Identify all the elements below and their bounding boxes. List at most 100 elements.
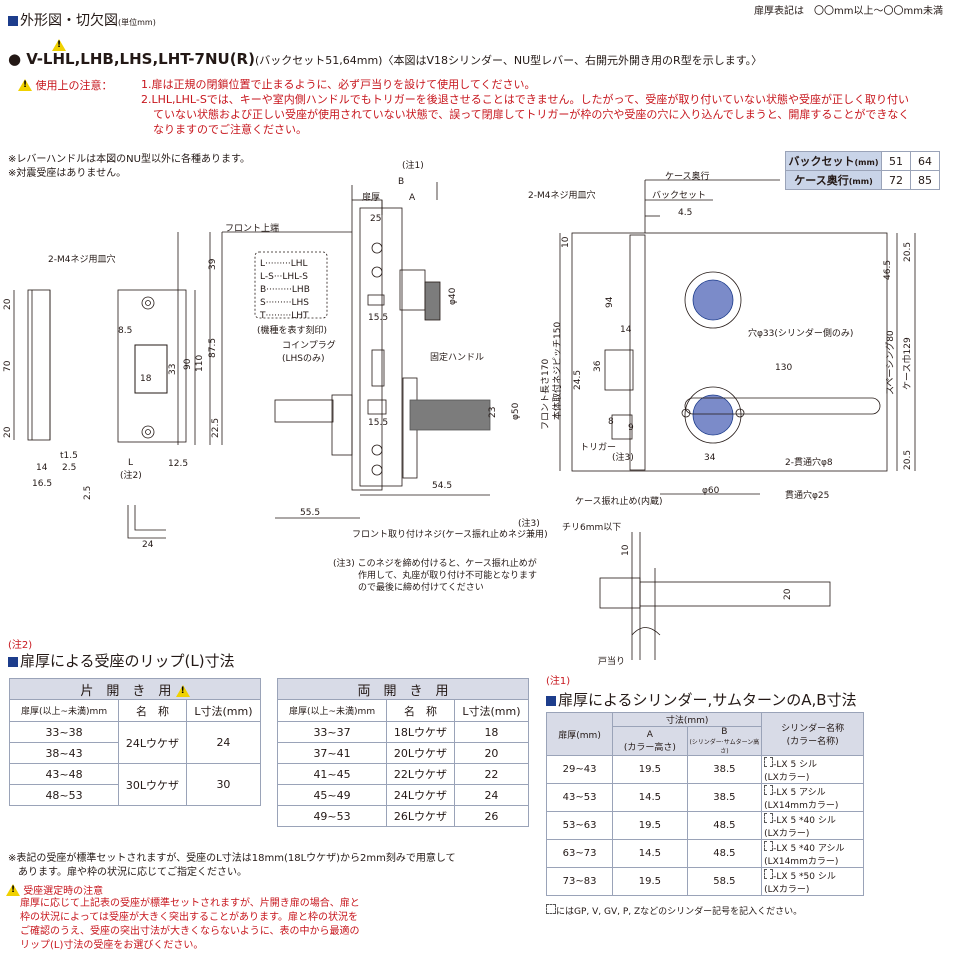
svg-text:9: 9 [628,423,634,433]
svg-text:(注2): (注2) [120,469,142,481]
svg-text:(注1): (注1) [402,159,424,171]
svg-text:L: L [128,458,133,468]
svg-text:ので最後に締め付けてください: ので最後に締め付けてください [358,581,484,593]
svg-text:B: B [398,177,404,187]
backset-table: バックセット(mm) 51 64 ケース奥行(mm) 72 85 [785,151,940,190]
svg-text:130: 130 [775,363,792,373]
svg-text:87.5: 87.5 [208,338,218,358]
model-line: ● V-LHL,LHB,LHS,LHT-7NU(R)(バックセット51,64mm… [8,50,763,68]
svg-text:トリガー: トリガー [580,442,616,453]
svg-text:25: 25 [370,214,381,224]
lip-note: (注2) [8,640,33,651]
svg-text:20: 20 [3,426,13,438]
svg-text:16.5: 16.5 [32,479,52,489]
svg-text:φ50: φ50 [511,402,521,420]
svg-text:本体取付ネジピッチ150: 本体取付ネジピッチ150 [551,322,563,420]
lip-title: 扉厚による受座のリップ(L)寸法 [8,650,235,671]
svg-text:34: 34 [704,453,716,463]
svg-text:15.5: 15.5 [368,313,388,323]
section-title: 外形図・切欠図(単位mm) [8,10,156,30]
strike-plate-front [117,289,187,443]
svg-text:20: 20 [3,298,13,310]
svg-text:46.5: 46.5 [883,260,893,280]
svg-text:36: 36 [593,360,603,372]
svg-text:φ60: φ60 [702,486,720,496]
svg-text:固定ハンドル: 固定ハンドル [430,351,484,363]
svg-text:ケース奥行: ケース奥行 [665,170,710,182]
svg-text:B·········LHB: B·········LHB [260,285,310,295]
svg-text:(機種を表す刻印): (機種を表す刻印) [257,324,327,336]
top-note: 扉厚表記は 〇〇mm以上〜〇〇mm未満 [754,6,943,17]
svg-text:8.5: 8.5 [118,326,132,336]
model-name: V-LHL,LHB,LHS,LHT-7NU [26,50,230,68]
select-warning-text: 扉厚に応じて上記表の受座が標準セットされますが、片開き扉の場合、扉と 枠の状況に… [20,898,360,951]
svg-text:54.5: 54.5 [432,481,452,491]
svg-text:A: A [409,193,416,203]
svg-text:t1.5: t1.5 [60,451,78,461]
svg-text:8: 8 [608,417,614,427]
svg-text:2.5: 2.5 [62,463,76,473]
svg-text:(LHSのみ): (LHSのみ) [282,353,325,364]
svg-text:12.5: 12.5 [168,459,188,469]
svg-text:33: 33 [168,364,178,375]
warning-icon [18,79,32,91]
svg-text:T·········LHT: T·········LHT [259,311,309,321]
svg-text:フロント取り付けネジ(ケース振れ止めネジ兼用): フロント取り付けネジ(ケース振れ止めネジ兼用) [352,528,548,540]
svg-text:55.5: 55.5 [300,508,320,518]
strike-side-profile [27,289,51,441]
square-icon [8,16,18,26]
svg-text:φ40: φ40 [448,287,458,305]
svg-text:10: 10 [621,544,631,556]
door-section [351,199,383,491]
svg-text:2-貫通穴φ8: 2-貫通穴φ8 [785,456,833,468]
caution-text: 1.扉は正規の閉鎖位置で止まるように、必ず戸当りを設けて使用してください。 2.… [141,78,910,136]
svg-text:10: 10 [561,236,571,248]
svg-text:扉厚: 扉厚 [362,191,380,203]
cyl-foot: にはGP, V, GV, P, Zなどのシリンダー記号を記入ください。 [546,904,802,917]
svg-text:穴φ33(シリンダー側のみ): 穴φ33(シリンダー側のみ) [748,327,853,339]
warning-icon [52,34,66,53]
single-door-table: 片 開 き 用 扉厚(以上~未満)mm 名 称 L寸法(mm) 33~3824L… [8,678,262,806]
svg-text:94: 94 [605,296,615,308]
svg-text:チリ6mm以下: チリ6mm以下 [562,522,621,533]
technical-drawing: (注1) B A 扉厚 25 フロント上端 2-M4ネジ用皿穴 2-M4ネジ用皿… [3,159,916,667]
svg-text:(注3): (注3) [518,517,540,529]
lip-notes: ※表記の受座が標準セットされますが、受座のL寸法は18mm(18Lウケザ)から2… [8,853,456,878]
svg-text:90: 90 [183,358,193,370]
svg-text:2-M4ネジ用皿穴: 2-M4ネジ用皿穴 [528,189,595,201]
cylinder-table: 扉厚(mm) 寸法(mm) シリンダー名称(カラー名称) A(カラー高さ) B(… [545,712,864,896]
svg-text:ケース振れ止め(内蔵): ケース振れ止め(内蔵) [575,495,663,507]
notes: ※レバーハンドルは本図のNU型以外に各種あります。 ※対震受座はありません。 [8,154,250,179]
svg-text:スペーシング80: スペーシング80 [884,330,896,395]
svg-text:20.5: 20.5 [903,242,913,262]
svg-text:2-M4ネジ用皿穴: 2-M4ネジ用皿穴 [48,253,115,265]
svg-text:4.5: 4.5 [678,208,692,218]
svg-text:39: 39 [208,258,218,270]
svg-text:(注3) このネジを締め付けると、ケース振れ止めが: (注3) このネジを締め付けると、ケース振れ止めが [333,557,537,569]
svg-text:23: 23 [488,407,498,418]
svg-text:24.5: 24.5 [573,370,583,390]
svg-text:S·········LHS: S·········LHS [260,298,309,308]
svg-text:22.5: 22.5 [211,418,221,438]
svg-text:70: 70 [3,360,13,372]
svg-text:バックセット: バックセット [652,190,706,201]
svg-text:2.5: 2.5 [83,486,93,500]
svg-text:18: 18 [140,374,152,384]
cyl-title: 扉厚によるシリンダー,サムターンのA,B寸法 [546,689,857,710]
svg-text:20: 20 [783,588,793,600]
svg-text:L-S···LHL-S: L-S···LHL-S [260,272,308,282]
svg-text:フロント長さ170: フロント長さ170 [540,359,551,430]
caution-label: 使用上の注意： [18,77,113,93]
svg-text:L·········LHL: L·········LHL [260,259,308,269]
svg-text:15.5: 15.5 [368,418,388,428]
svg-text:戸当り: 戸当り [598,655,625,667]
svg-text:20.5: 20.5 [903,450,913,470]
select-warning-title: 受座選定時の注意 [6,882,103,897]
warning-icon [6,884,20,896]
svg-text:貫通穴φ25: 貫通穴φ25 [785,489,829,501]
svg-text:ケース巾129: ケース巾129 [901,337,913,390]
warning-icon [175,684,190,697]
case-view [571,232,888,472]
svg-text:14: 14 [620,325,632,335]
svg-text:(注3): (注3) [612,451,634,463]
